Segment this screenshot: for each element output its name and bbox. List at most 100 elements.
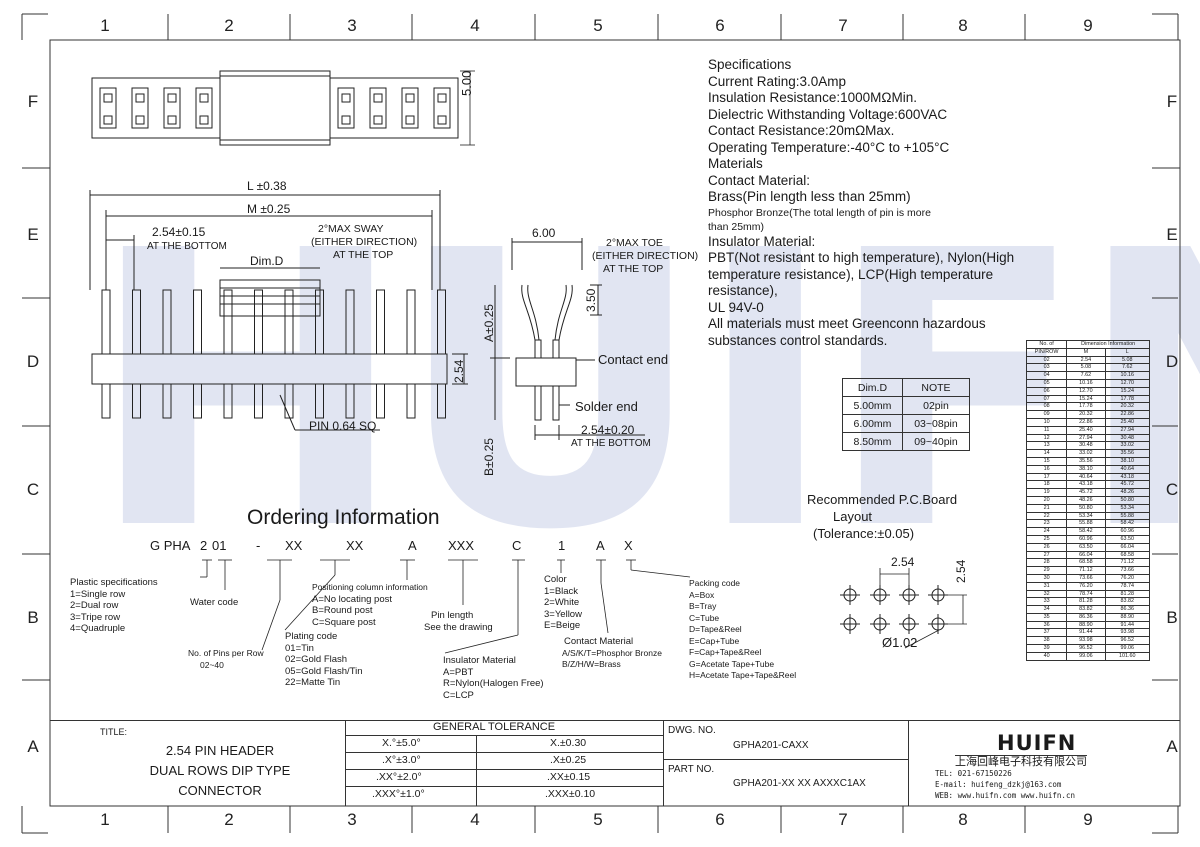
- row-label: D: [26, 352, 40, 371]
- dim-table-cell: 91.44: [1066, 628, 1106, 638]
- pcb-pitch-v: 2.54: [954, 559, 968, 583]
- dim-note-cell: 03~08pin: [901, 414, 971, 433]
- dim-table-cell: 33: [1025, 597, 1068, 607]
- spec-line: Materials: [708, 156, 763, 171]
- toe-2: (EITHER DIRECTION): [592, 250, 699, 262]
- dim-table-cell: 08: [1025, 402, 1068, 412]
- dim-table-cell: 25.40: [1066, 425, 1106, 435]
- col-label: 2: [224, 16, 234, 35]
- order-text: 2=Dual row: [70, 600, 119, 611]
- order-text: 02=Gold Flash: [285, 654, 348, 665]
- order-text: 4=Quadruple: [70, 623, 126, 634]
- dim-table-cell: 16: [1025, 464, 1068, 474]
- dim-table-cell: 27: [1025, 550, 1068, 560]
- dim-table-cell: 45.72: [1066, 488, 1106, 497]
- dim-table-cell: 03: [1025, 363, 1068, 373]
- dim-table-cell: 27.94: [1066, 433, 1106, 443]
- dim-table-cell: 50.80: [1066, 503, 1106, 513]
- ordering-leaders: [200, 559, 691, 654]
- solder-end: Solder end: [575, 399, 638, 414]
- dim-table-cell: 91.44: [1104, 620, 1150, 630]
- order-text: Color: [544, 574, 567, 585]
- row-label: E: [27, 225, 39, 244]
- tol-cell: .XXX°±1.0°: [372, 788, 425, 800]
- tol-cell: X.±0.30: [550, 737, 587, 749]
- order-text: A/S/K/T=Phosphor Bronze: [562, 647, 662, 658]
- order-code-part: X: [624, 538, 633, 553]
- dim-table-cell: 40.64: [1066, 472, 1106, 482]
- order-text: E=Cap+Tube: [689, 635, 740, 646]
- col-label: 5: [593, 16, 603, 35]
- spec-heading: Specifications: [708, 57, 792, 72]
- dimension-table: No. of Dimension Information PIN/ROW M L…: [1025, 340, 1150, 661]
- dim-table-cell: 22.86: [1104, 410, 1150, 419]
- dim-table-cell: 23: [1025, 519, 1068, 529]
- dim-table-cell: 30.48: [1066, 441, 1106, 451]
- dim-table-cell: 22.86: [1066, 417, 1106, 427]
- pcb-title-1: Recommended P.C.Board: [807, 492, 958, 507]
- dim-table-cell: 19: [1025, 488, 1068, 497]
- spec-line: substances control standards.: [708, 332, 888, 348]
- order-contact: Contact Material A/S/K/T=Phosphor Bronze…: [562, 636, 662, 671]
- pitch-bottom: 2.54±0.15: [152, 225, 206, 239]
- sway-2: (EITHER DIRECTION): [311, 236, 418, 248]
- col-label: 4: [470, 16, 480, 35]
- dim-table-cell: 31: [1025, 581, 1068, 591]
- tol-cell: .XX°±2.0°: [376, 771, 422, 783]
- col-label: 7: [838, 810, 848, 829]
- title-block-divider: [908, 720, 909, 806]
- dim-table-head-right: Dimension Information: [1066, 340, 1150, 349]
- specifications-block: Specifications Current Rating:3.0Amp Ins…: [708, 57, 1014, 349]
- order-text: B=Round post: [312, 605, 373, 616]
- tol-row-line: [345, 752, 663, 753]
- order-text: C=LCP: [443, 689, 474, 701]
- order-text: Contact Material: [564, 636, 634, 647]
- title-text: 2.54 PIN HEADER DUAL ROWS DIP TYPE CONNE…: [110, 741, 330, 801]
- sway-1: 2°MAX SWAY: [318, 223, 384, 235]
- dim-table-cell: 04: [1025, 371, 1068, 380]
- dim-table-cell: 40.64: [1104, 464, 1150, 474]
- dim-table-cell: 63.50: [1104, 534, 1150, 544]
- dim-table-cell: 86.36: [1066, 612, 1106, 622]
- title-block-divider: [663, 759, 908, 760]
- dim-table-cell: 58.42: [1066, 527, 1106, 536]
- l-tolerance: L ±0.38: [247, 179, 287, 193]
- pin-sq-label: PIN 0.64 SQ: [309, 419, 377, 433]
- pcb-title-2: Layout: [833, 509, 873, 524]
- dim-table-cell: 35: [1025, 612, 1068, 622]
- company-tel: TEL: 021-67150226: [935, 769, 1012, 778]
- col-label: 8: [958, 810, 968, 829]
- dim-table-cell: 11: [1025, 425, 1068, 435]
- dim-table-cell: 12.70: [1066, 386, 1106, 396]
- spec-line: UL 94V-0: [708, 299, 764, 315]
- order-text: Packing code: [689, 578, 741, 588]
- order-text: R=Nylon(Halogen Free): [443, 678, 544, 689]
- row-label: E: [1166, 225, 1178, 244]
- order-color: Color 1=Black 2=White 3=Yellow E=Beige: [544, 574, 582, 632]
- tol-cell: .XXX±0.10: [545, 788, 596, 800]
- dim-table-cell: 32: [1025, 589, 1068, 599]
- dim-table-cell: 37: [1025, 628, 1068, 638]
- row-label: A: [1166, 737, 1178, 756]
- dim-table-cell: 17: [1025, 472, 1068, 482]
- dim-table-head-left: No. of: [1025, 340, 1068, 349]
- spec-line: Contact Resistance:20mΩMax.: [708, 123, 895, 138]
- order-insulator: Insulator Material A=PBT R=Nylon(Halogen…: [443, 655, 544, 701]
- row-label: D: [1165, 352, 1179, 371]
- order-text: 3=Yellow: [544, 608, 582, 620]
- side-at-bottom: AT THE BOTTOM: [571, 438, 651, 449]
- dim-table-cell: 39: [1025, 644, 1068, 653]
